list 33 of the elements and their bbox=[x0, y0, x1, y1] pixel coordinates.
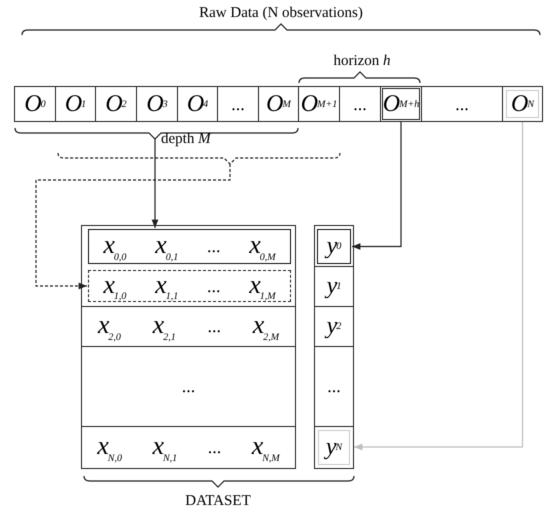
observation-cell: ... bbox=[421, 86, 503, 122]
matrix-entry: ... bbox=[182, 376, 196, 397]
matrix-entry: x$_{0,M}$ bbox=[249, 230, 276, 263]
arrow bbox=[35, 164, 231, 290]
matrix-entry: x$_{0,1}$ bbox=[155, 230, 178, 263]
span-label: depth M bbox=[161, 131, 211, 148]
observation-cell: ... bbox=[217, 86, 259, 122]
matrix-entry: x$_{2,0}$ bbox=[98, 310, 121, 343]
matrix-entry: x$_{1,1}$ bbox=[155, 270, 178, 302]
matrix-entry: ... bbox=[206, 236, 220, 257]
matrix-row bbox=[88, 229, 291, 264]
group-label: Raw Data (N observations) bbox=[199, 5, 363, 22]
target-cell: ... bbox=[315, 346, 353, 426]
matrix-entry: x$_{N,0}$ bbox=[97, 431, 122, 464]
matrix-entry: x$_{N,1}$ bbox=[152, 431, 178, 464]
matrix-entry: x$_{2,1}$ bbox=[152, 310, 176, 343]
matrix-entry: ... bbox=[207, 316, 221, 337]
matrix-entry: x$_{N,M}$ bbox=[252, 431, 280, 464]
matrix-row bbox=[88, 270, 291, 302]
matrix-entry: ... bbox=[206, 276, 220, 296]
matrix-entry: ... bbox=[208, 437, 222, 458]
group-label: DATASET bbox=[185, 493, 251, 510]
matrix-entry: x$_{2,M}$ bbox=[252, 310, 280, 343]
matrix-entry: x$_{1,M}$ bbox=[249, 270, 276, 302]
span-label: horizon h bbox=[333, 53, 391, 70]
arrow bbox=[354, 122, 524, 450]
matrix-entry: x$_{1,0}$ bbox=[103, 270, 126, 302]
arrow bbox=[352, 122, 402, 250]
matrix-frame bbox=[81, 225, 296, 469]
matrix-entry: x$_{0,0}$ bbox=[103, 230, 126, 263]
observation-cell: ... bbox=[339, 86, 381, 122]
arrow bbox=[152, 139, 158, 228]
matrix-frame bbox=[314, 225, 354, 469]
